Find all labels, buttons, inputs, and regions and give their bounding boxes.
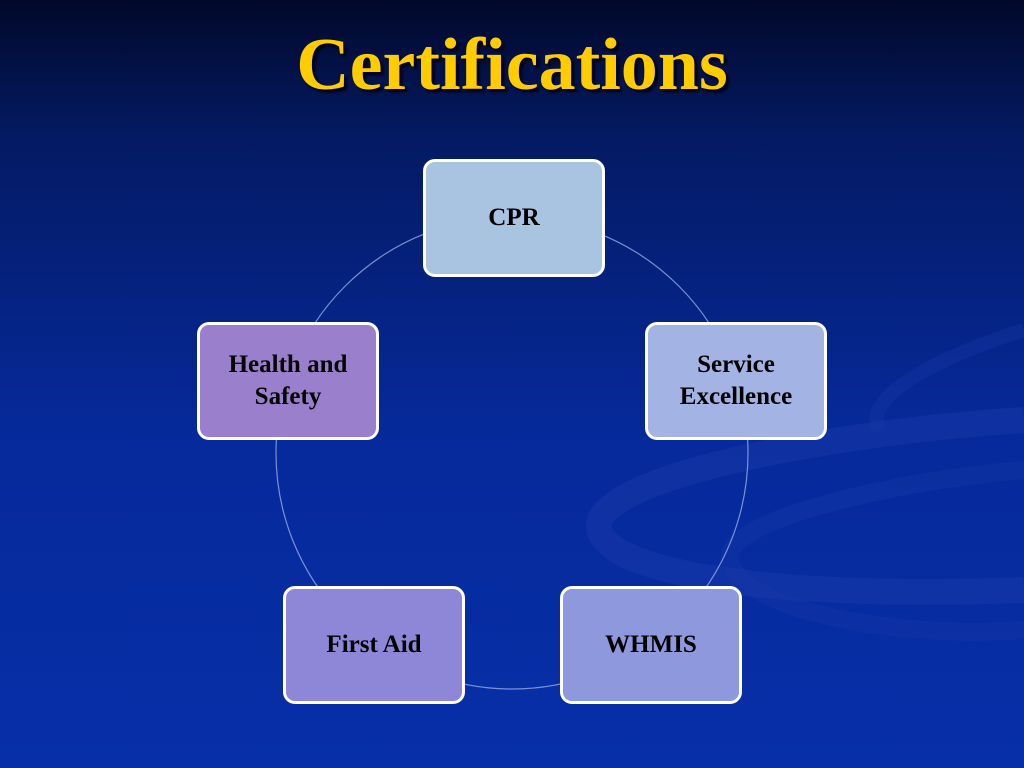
- cycle-node-label: CPR: [488, 203, 540, 231]
- cycle-node-label: WHMIS: [605, 630, 697, 658]
- cycle-node-cpr: CPR: [423, 159, 605, 277]
- cycle-node-whmis: WHMIS: [560, 586, 742, 704]
- cycle-node-health-and-safety: Health and Safety: [197, 322, 379, 440]
- cycle-node-service-excellence: Service Excellence: [645, 322, 827, 440]
- cycle-node-label: Service Excellence: [679, 350, 793, 411]
- cycle-node-label: Health and Safety: [228, 350, 348, 411]
- cycle-node-label: First Aid: [326, 630, 422, 658]
- cycle-node-first-aid: First Aid: [283, 586, 465, 704]
- slide-title: Certifications: [296, 24, 728, 106]
